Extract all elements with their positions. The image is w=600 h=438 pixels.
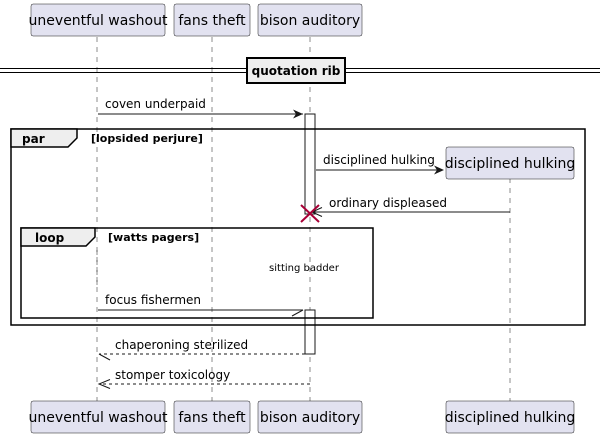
participant-bison-bottom: bison auditory	[257, 400, 363, 434]
par-guard: [lopsided perjure]	[91, 132, 203, 145]
destroy-icon	[300, 204, 320, 223]
message-coven-underpaid: coven underpaid	[98, 97, 303, 119]
participant-hulking-bottom: disciplined hulking	[445, 400, 576, 434]
message-chaperoning-sterilized: chaperoning sterilized	[98, 338, 305, 361]
participant-label: disciplined hulking	[445, 410, 576, 426]
message-label: chaperoning sterilized	[115, 338, 248, 352]
separator-label: quotation rib	[252, 64, 341, 78]
par-keyword: par	[22, 132, 45, 146]
participant-washout-bottom: uneventful washout	[29, 400, 168, 434]
participant-hulking-created: disciplined hulking	[445, 146, 576, 180]
message-label: focus fishermen	[105, 293, 201, 307]
participant-fans-top: fans theft	[173, 3, 251, 37]
participant-label: bison auditory	[260, 410, 360, 426]
delay-label: sitting badder	[269, 263, 340, 274]
loop-guard: [watts pagers]	[108, 231, 199, 244]
message-focus-fishermen: focus fishermen	[98, 293, 304, 317]
message-label: disciplined hulking	[323, 153, 435, 167]
activation-bar-2	[304, 309, 316, 355]
participant-label: uneventful washout	[29, 410, 168, 426]
loop-keyword: loop	[35, 231, 65, 245]
participant-washout-top: uneventful washout	[29, 3, 168, 37]
participant-fans-bottom: fans theft	[173, 400, 251, 434]
message-stomper-toxicology: stomper toxicology	[97, 368, 310, 389]
delay-sitting-badder: sitting badder	[96, 250, 340, 285]
message-label: ordinary displeased	[329, 196, 447, 210]
message-label: stomper toxicology	[115, 368, 230, 382]
participant-label: uneventful washout	[29, 13, 168, 29]
participant-label: fans theft	[178, 13, 246, 29]
separator-quotation-rib: quotation rib	[0, 57, 600, 84]
loop-frame: loop [watts pagers]	[20, 227, 374, 319]
participant-label: fans theft	[178, 410, 246, 426]
participant-label: bison auditory	[260, 13, 360, 29]
par-frame: par [lopsided perjure]	[10, 128, 586, 326]
participant-label: disciplined hulking	[445, 156, 576, 172]
message-create-hulking: disciplined hulking	[316, 153, 444, 175]
message-ordinary-displeased: ordinary displeased	[310, 196, 510, 217]
participant-bison-top: bison auditory	[257, 3, 363, 37]
message-label: coven underpaid	[105, 97, 206, 111]
